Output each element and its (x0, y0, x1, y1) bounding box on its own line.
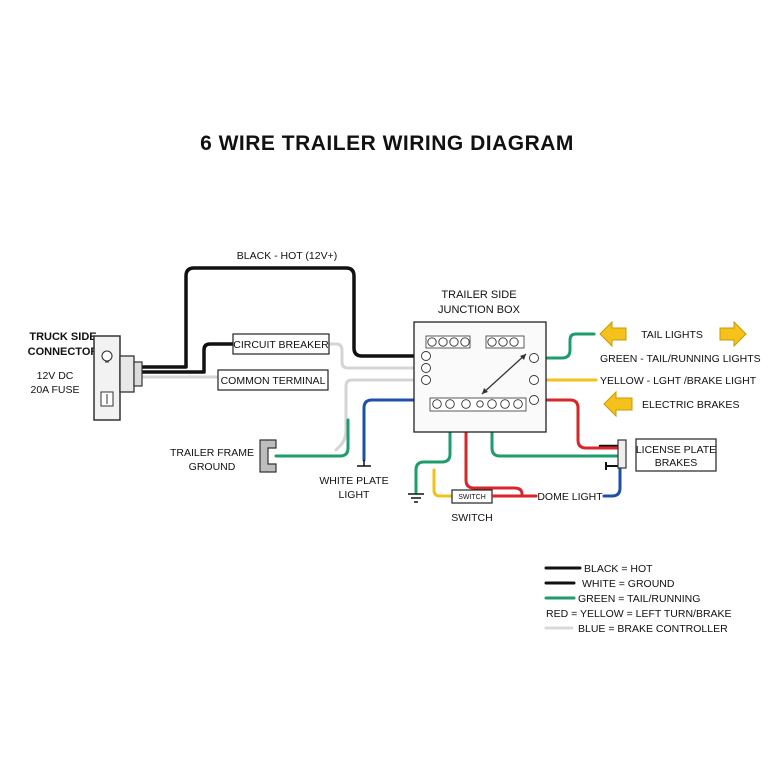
dome-light-label: DOME LIGHT (537, 491, 603, 503)
legend-entry: BLACK = HOT (584, 563, 653, 575)
green-ground-wire (274, 418, 350, 458)
legend-entry: WHITE = GROUND (582, 578, 675, 590)
blue-license-wire (602, 460, 622, 498)
white-breaker-wire (326, 342, 428, 370)
truck-side-label-1: TRUCK SIDE (29, 331, 96, 343)
license-plate-box (635, 438, 717, 472)
truck-rating-line-1: 12V DC (37, 370, 74, 382)
truck-connector-plug (93, 335, 143, 421)
green-license-wire (490, 403, 622, 458)
switch-label: SWITCH (451, 512, 492, 524)
legend-entry: RED = YELLOW = LEFT TURN/BRAKE (546, 608, 732, 620)
bulb-icon (101, 350, 113, 362)
yellow-brake-label: YELLOW - LGHT /BRAKE LIGHT (600, 375, 757, 387)
electric-brakes-label: ELECTRIC BRAKES (642, 399, 739, 411)
black-hot-label: BLACK - HOT (12V+) (237, 250, 337, 262)
license-plate-label-2: BRAKES (655, 457, 698, 469)
tail-lights-label: TAIL LIGHTS (641, 329, 703, 341)
circuit-breaker-label: CIRCUIT BREAKER (233, 339, 329, 351)
green-switch-wire (414, 403, 452, 494)
license-plate-label-1: LICENSE PLATE (636, 444, 716, 456)
junction-box-label-2: JUNCTION BOX (438, 304, 521, 316)
legend-entry: BLUE = BRAKE CONTROLLER (578, 623, 728, 635)
red-right-wire (516, 398, 622, 450)
black-hot-wire (138, 266, 428, 369)
junction-box-label-1: TRAILER SIDE (441, 289, 516, 301)
tail-lights-arrow-right (719, 320, 747, 348)
green-tail-label: GREEN - TAIL/RUNNING LIGHTS (600, 353, 761, 365)
frame-ground-bracket (259, 439, 277, 473)
frame-ground-label-2: GROUND (189, 461, 236, 473)
junction-terminals (421, 335, 539, 412)
electric-brakes-arrow (603, 390, 633, 418)
blue-plate-wire (362, 398, 428, 462)
black-breaker-wire (138, 342, 236, 374)
common-terminal-box (217, 369, 329, 391)
yellow-switch-wire (432, 468, 454, 498)
white-plate-label-2: LIGHT (339, 489, 371, 501)
legend-entry: GREEN = TAIL/RUNNING (578, 593, 700, 605)
circuit-breaker-box (232, 333, 330, 355)
red-dome-wire (464, 403, 538, 498)
diagram-title: 6 WIRE TRAILER WIRING DIAGRAM (200, 132, 574, 155)
truck-side-label-2: CONNECTOR (28, 346, 99, 358)
white-plate-wire (334, 378, 428, 452)
truck-rating-line-2: 20A FUSE (30, 384, 79, 396)
green-tail-wire (538, 332, 596, 360)
white-plate-label-1: WHITE PLATE (319, 475, 388, 487)
tail-lights-arrow-left (599, 320, 627, 348)
license-plate-connector (617, 439, 627, 469)
common-terminal-label: COMMON TERMINAL (221, 375, 326, 387)
frame-ground-label-1: TRAILER FRAME (170, 447, 254, 459)
legend: BLACK = HOT WHITE = GROUND GREEN = TAIL/RU… (544, 563, 732, 635)
switch-box-label: SWITCH (458, 494, 486, 501)
